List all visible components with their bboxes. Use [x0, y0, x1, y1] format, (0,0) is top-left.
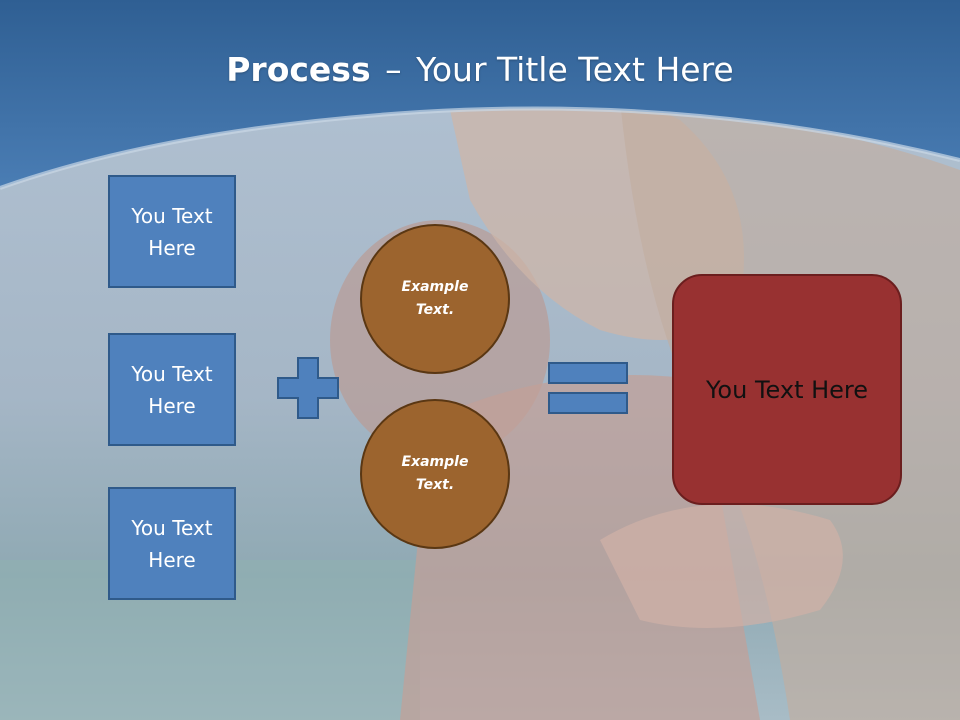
- input-box-label: You Text Here: [131, 361, 213, 418]
- example-circle-2[interactable]: Example Text.: [360, 399, 510, 549]
- result-box[interactable]: You Text Here: [672, 274, 902, 505]
- title-separator: –: [385, 50, 402, 89]
- input-box-2[interactable]: You Text Here: [108, 333, 236, 446]
- title-bold: Process: [226, 50, 371, 89]
- title-rest: Your Title Text Here: [416, 50, 734, 89]
- example-circle-1[interactable]: Example Text.: [360, 224, 510, 374]
- input-box-1[interactable]: You Text Here: [108, 175, 236, 288]
- input-box-label: You Text Here: [131, 515, 213, 572]
- input-box-label: You Text Here: [131, 203, 213, 260]
- circle-label: Example Text.: [401, 454, 469, 493]
- result-label: You Text Here: [705, 375, 869, 404]
- circle-label: Example Text.: [401, 279, 469, 318]
- plus-icon: [277, 357, 339, 419]
- slide-title: Process – Your Title Text Here: [0, 50, 960, 89]
- equals-icon: [548, 362, 628, 414]
- input-box-3[interactable]: You Text Here: [108, 487, 236, 600]
